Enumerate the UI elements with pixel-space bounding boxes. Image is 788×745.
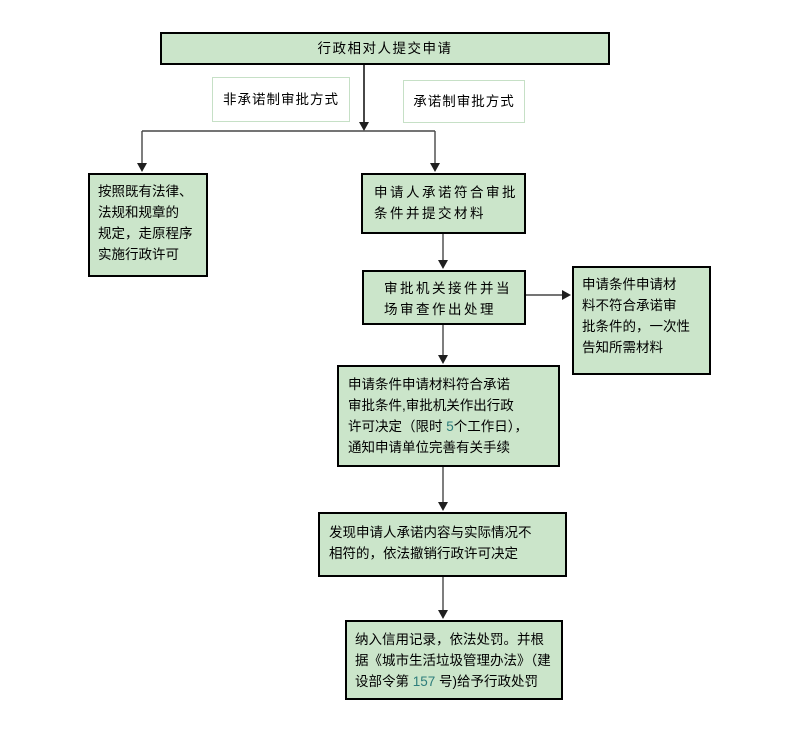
node-submit-application: 行政相对人提交申请 [160,32,610,65]
arrowhead-submit-to-review [438,260,448,269]
text-line: 许可决定（限时 5个工作日）， [348,419,529,434]
arrowhead-approve-to-revoke [438,502,448,511]
arrowhead-start-down [359,122,369,131]
node-revoke-decision: 发现申请人承诺内容与实际情况不 相符的，依法撤销行政许可决定 [318,512,567,577]
text-line: 纳入信用记录，依法处罚。并根 [355,632,544,647]
text-line: 申请条件申请材 [582,277,677,292]
text-line: 规定，走原程序 [98,226,193,241]
text-line: 行政相对人提交申请 [317,41,453,56]
arrowhead-review-to-notmeet [562,290,571,300]
node-existing-procedure: 按照既有法律、 法规和规章的 规定，走原程序 实施行政许可 [88,173,208,277]
text-line: 申请人承诺符合审批 [374,185,518,200]
node-accept-onsite-review: 审批机关接件并当 场审查作出处理 [362,270,526,325]
text-line: 按照既有法律、 [98,184,193,199]
text-line: 法规和规章的 [98,205,179,220]
text-line: 通知申请单位完善有关手续 [348,440,510,455]
node-approve-decision: 申请条件申请材料符合承诺 审批条件,审批机关作出行政 许可决定（限时 5个工作日… [337,365,560,467]
text-line: 条件并提交材料 [374,206,486,221]
text-line: 据《城市生活垃圾管理办法》（建 [355,653,551,668]
text-line: 场审查作出处理 [384,302,496,317]
node-not-meet-notify: 申请条件申请材 料不符合承诺审 批条件的，一次性 告知所需材料 [572,266,711,375]
label-commitment-mode: 承诺制审批方式 [403,80,525,123]
arrowhead-branch-right [430,163,440,172]
node-credit-punishment: 纳入信用记录，依法处罚。并根 据《城市生活垃圾管理办法》（建 设部令第 157 … [345,620,563,700]
text-line: 审批机关接件并当 [384,281,512,296]
arrowhead-review-to-approve [438,355,448,364]
text-line: 审批条件,审批机关作出行政 [348,398,514,413]
arrowhead-revoke-to-punish [438,610,448,619]
arrowhead-branch-left [137,163,147,172]
label-non-commitment-mode: 非承诺制审批方式 [212,77,350,122]
text-line: 实施行政许可 [98,247,179,262]
text-line: 发现申请人承诺内容与实际情况不 [329,525,532,540]
connector-branch [141,130,436,163]
text-line: 非承诺制审批方式 [223,92,339,107]
text-line: 承诺制审批方式 [413,94,515,109]
text-line: 批条件的，一次性 [582,319,690,334]
text-line: 告知所需材料 [582,340,663,355]
text-line: 料不符合承诺审 [582,298,677,313]
text-line: 申请条件申请材料符合承诺 [348,377,510,392]
text-line: 相符的，依法撤销行政许可决定 [329,546,518,561]
text-line: 设部令第 157 号)给予行政处罚 [355,674,539,689]
node-promise-submit: 申请人承诺符合审批 条件并提交材料 [361,173,526,234]
